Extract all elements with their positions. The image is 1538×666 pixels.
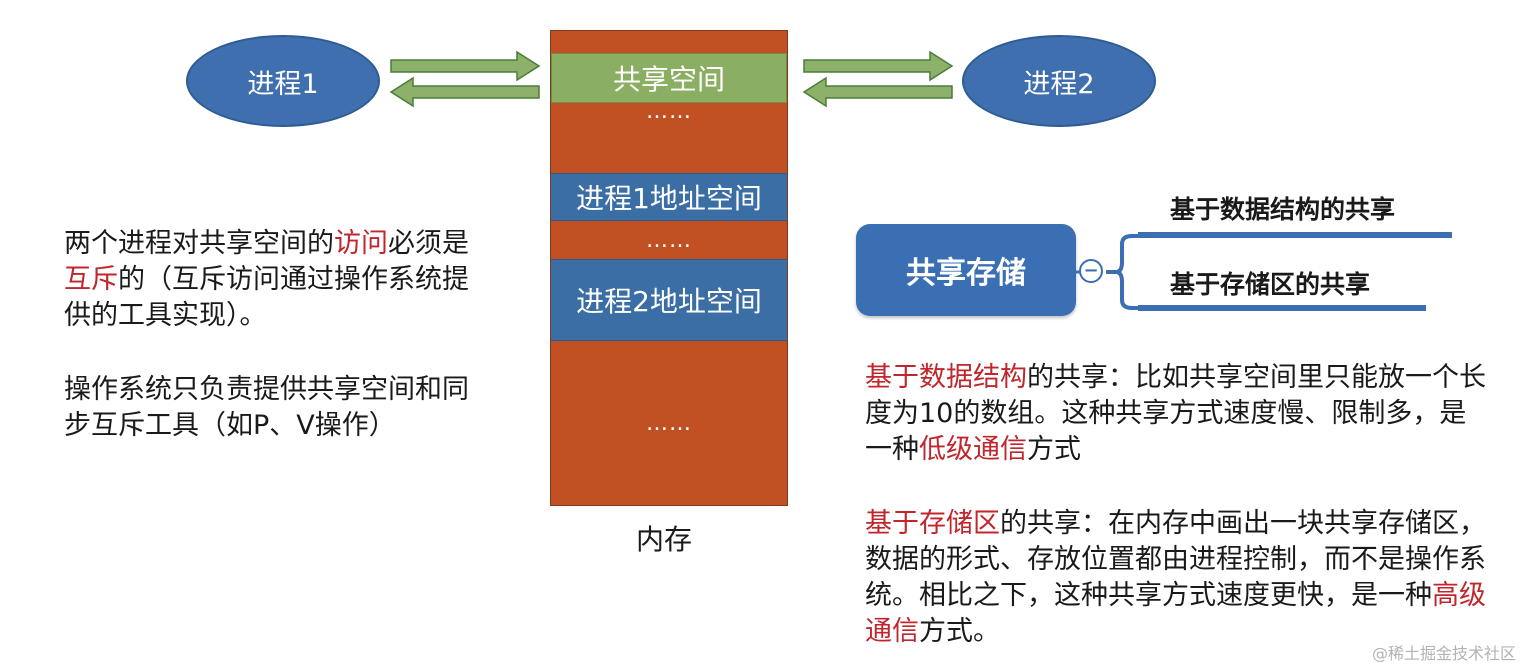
process1-label: 进程1 — [247, 68, 319, 100]
right-note-2: 基于存储区的共享：在内存中画出一块共享存储区，数据的形式、存放位置都由进程控制，… — [865, 506, 1490, 650]
shared-space-label: 共享空间 — [612, 63, 725, 96]
arrows-left — [389, 50, 541, 108]
arrow-left-icon — [802, 76, 953, 108]
note1-text-a: 两个进程对共享空间的 — [64, 228, 334, 259]
process1-address-space: 进程1地址空间 — [551, 173, 787, 221]
rnote1-highlight-low: 低级通信 — [919, 434, 1027, 465]
note2-text: 操作系统只负责提供共享空间和同步互斥工具（如P、V操作） — [64, 374, 469, 441]
note1-text-b: 必须是 — [388, 228, 469, 259]
rnote1-text-a: 的共享：比如共享空间里只能放一个长度为10的数组。这种共享方式速度慢、限制多，是… — [865, 362, 1486, 465]
process2-address-space: 进程2地址空间 — [551, 259, 787, 341]
mindmap-root: 共享存储 — [856, 224, 1076, 316]
minus-icon: − — [1083, 260, 1099, 281]
note1-highlight-access: 访问 — [334, 228, 388, 259]
rnote1-highlight-ds: 基于数据结构 — [865, 362, 1027, 393]
collapse-toggle[interactable]: − — [1079, 259, 1103, 283]
memory-gap-1: …… — [551, 99, 787, 173]
memory-gap-2: …… — [551, 221, 787, 259]
left-note-1: 两个进程对共享空间的访问必须是互斥的（互斥访问通过操作系统提供的工具实现）。 — [64, 226, 474, 334]
rnote2-text-b: 方式。 — [919, 616, 1000, 647]
memory-caption: 内存 — [636, 523, 693, 556]
rnote1-text-b: 方式 — [1027, 434, 1081, 465]
shared-space-block: 共享空间 — [551, 53, 787, 103]
mindmap-root-label: 共享存储 — [906, 256, 1026, 291]
arrow-right-icon — [803, 50, 954, 82]
process1-node: 进程1 — [186, 35, 380, 127]
mindmap-branch-data-structure: 基于数据结构的共享 — [1170, 195, 1396, 224]
memory-column: 共享空间 …… 进程1地址空间 …… 进程2地址空间 …… — [550, 30, 788, 506]
watermark: @稀土掘金技术社区 — [1372, 644, 1517, 663]
memory-bottom-segment: …… — [551, 341, 787, 505]
memory-top-segment — [551, 31, 787, 53]
rnote2-text-a: 的共享：在内存中画出一块共享存储区，数据的形式、存放位置都由进程控制，而不是操作… — [865, 508, 1486, 611]
left-note-2: 操作系统只负责提供共享空间和同步互斥工具（如P、V操作） — [64, 372, 494, 444]
rnote2-highlight-high: 高级通信 — [865, 580, 1486, 647]
arrow-left-icon — [389, 76, 540, 108]
note1-text-c: 的（互斥访问通过操作系统提供的工具实现）。 — [64, 264, 469, 331]
process2-node: 进程2 — [962, 35, 1156, 127]
arrow-right-icon — [390, 50, 541, 82]
rnote2-highlight-sa: 基于存储区 — [865, 508, 1000, 539]
arrows-right — [802, 50, 954, 108]
right-note-1: 基于数据结构的共享：比如共享空间里只能放一个长度为10的数组。这种共享方式速度慢… — [865, 360, 1490, 468]
note1-highlight-mutex: 互斥 — [64, 264, 118, 295]
ellipsis-mid: …… — [646, 227, 692, 253]
mindmap-branch-storage-area: 基于存储区的共享 — [1170, 270, 1371, 299]
process2-space-label: 进程2地址空间 — [576, 285, 762, 318]
process1-space-label: 进程1地址空间 — [576, 182, 762, 215]
ellipsis-bottom: …… — [646, 410, 692, 436]
process2-label: 进程2 — [1023, 68, 1095, 100]
ellipsis-top: …… — [646, 99, 692, 124]
